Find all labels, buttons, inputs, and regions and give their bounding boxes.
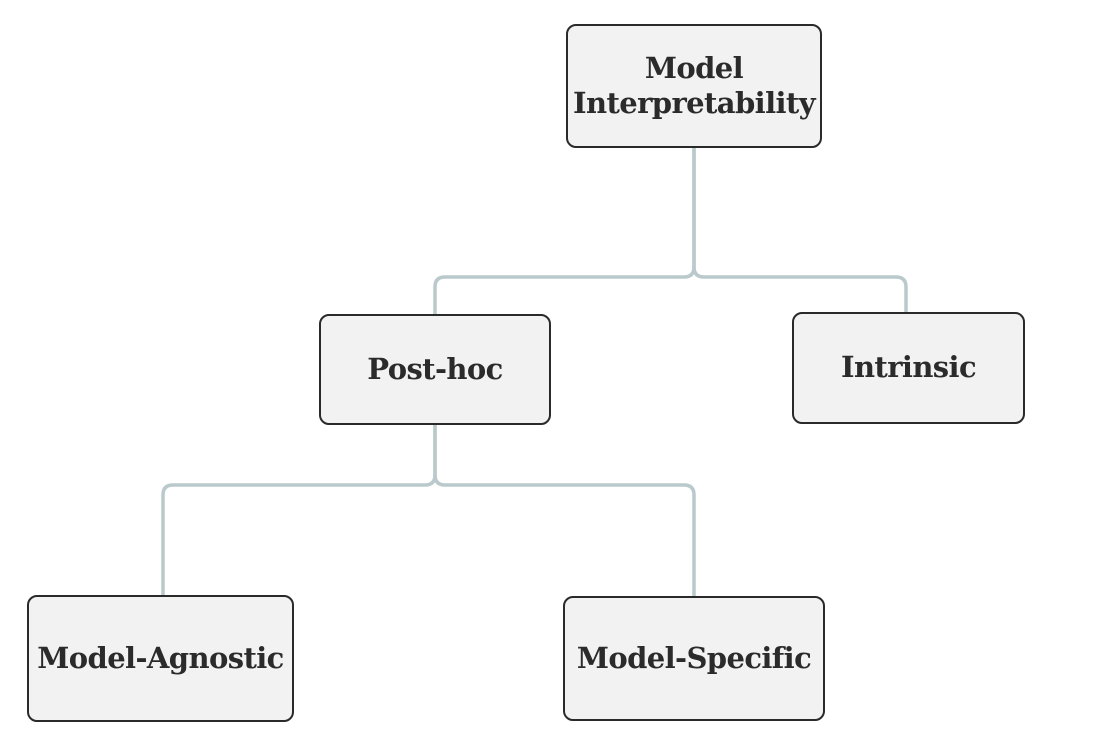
edge-post-hoc-to-model-agnostic (161, 423, 437, 597)
node-label-model-specific: Model-Specific (576, 640, 812, 675)
node-intrinsic: Intrinsic (792, 312, 1025, 424)
node-label-model-agnostic: Model-Agnostic (37, 640, 284, 675)
node-post-hoc: Post-hoc (319, 314, 551, 425)
node-label-post-hoc: Post-hoc (367, 351, 503, 386)
node-model-agnostic: Model-Agnostic (27, 595, 294, 722)
edge-root-to-post-hoc (433, 146, 696, 316)
node-model-interpretability: Model Interpretability (566, 24, 822, 148)
edge-root-to-intrinsic (692, 146, 908, 314)
node-model-specific: Model-Specific (563, 596, 825, 721)
node-label-intrinsic: Intrinsic (840, 350, 977, 385)
edge-post-hoc-to-model-specific (433, 423, 696, 598)
node-label-model-interpretability: Model Interpretability (573, 50, 816, 120)
